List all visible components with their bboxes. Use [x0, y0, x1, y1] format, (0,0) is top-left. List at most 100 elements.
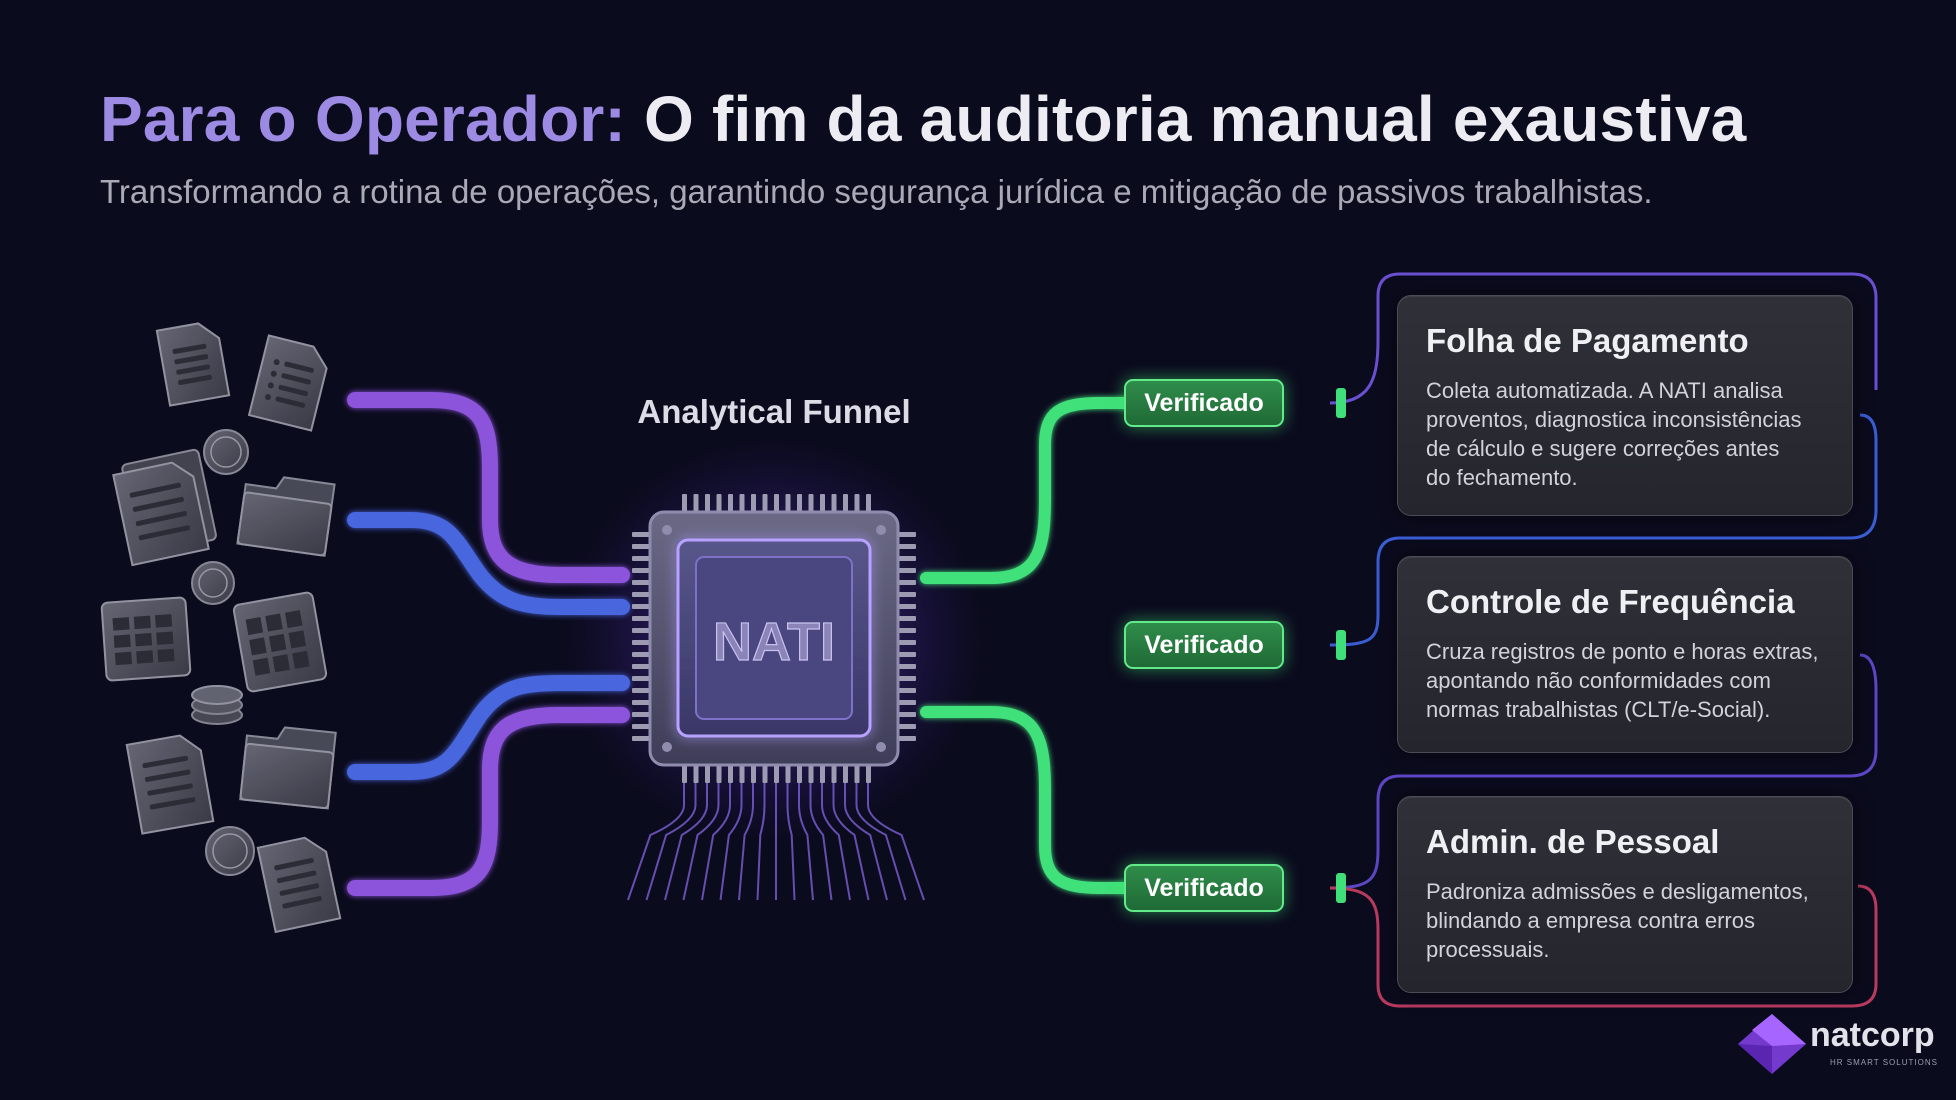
- card-line: de cálculo e sugere correções antes: [1426, 436, 1780, 461]
- chip-pin: [632, 664, 650, 669]
- card-description: Padroniza admissões e desligamentos, bli…: [1426, 877, 1824, 964]
- chip-pin: [632, 532, 650, 537]
- chip-pin: [705, 494, 710, 512]
- chip-pin: [898, 532, 916, 537]
- chip-pin: [854, 765, 860, 783]
- card-admin-de-pessoal: Admin. de Pessoal Padroniza admissões e …: [1397, 796, 1853, 993]
- chip-pin: [898, 688, 916, 693]
- chip-pin: [898, 544, 916, 549]
- output-line-1: [920, 397, 1132, 584]
- chip-pin: [808, 494, 814, 512]
- coin-stack-icon: [191, 685, 243, 725]
- chip-pin: [632, 544, 650, 549]
- document-stack-icon: [112, 448, 217, 567]
- chip-pin: [831, 494, 837, 512]
- chip-trace: [809, 783, 833, 901]
- connector-cap-1: [1336, 388, 1346, 418]
- frame-blue: [1329, 413, 1878, 647]
- chip-pin: [728, 494, 733, 512]
- chip-pin: [693, 494, 699, 512]
- chip-pin: [866, 765, 871, 783]
- chip-screw: [662, 525, 672, 535]
- chip-trace: [855, 783, 907, 901]
- chip-pin: [632, 652, 650, 657]
- card-description: Coleta automatizada. A NATI analisa prov…: [1426, 376, 1824, 492]
- coin-icon: [203, 429, 249, 475]
- funnel-label: Analytical Funnel: [637, 393, 911, 430]
- chip-pin: [632, 640, 650, 645]
- chip-pin: [898, 700, 916, 705]
- chip-trace: [832, 783, 870, 901]
- card-line: Coleta automatizada. A NATI analisa: [1426, 378, 1783, 403]
- card-line: do fechamento.: [1426, 465, 1578, 490]
- chip-pin: [774, 494, 779, 512]
- chip-pin: [831, 765, 837, 783]
- nati-chip: [648, 510, 900, 767]
- card-title: Controle de Frequência: [1426, 583, 1795, 620]
- title-main: O fim da auditoria manual exaustiva: [644, 83, 1747, 155]
- chip-pin: [820, 765, 825, 783]
- natcorp-logo-icon: [1738, 1014, 1806, 1074]
- input-icons: [100, 322, 342, 934]
- card-title: Folha de Pagamento: [1426, 322, 1749, 359]
- card-folha-de-pagamento: Folha de Pagamento Coleta automatizada. …: [1397, 295, 1853, 516]
- brand-tagline: HR SMART SOLUTIONS: [1830, 1058, 1938, 1067]
- chip-trace: [664, 783, 708, 901]
- coin-icon: [205, 826, 255, 876]
- chip-pin: [820, 494, 825, 512]
- chip-pin: [774, 765, 779, 783]
- chip-pin: [716, 494, 722, 512]
- chip-pin: [898, 712, 916, 717]
- verified-badge-2: Verificado: [1124, 621, 1284, 669]
- chip-pin: [898, 604, 916, 609]
- document-icon: [155, 322, 231, 407]
- card-title: Admin. de Pessoal: [1426, 823, 1720, 860]
- input-line-5: [347, 707, 630, 896]
- chip-pin: [866, 494, 871, 512]
- chip-trace: [682, 783, 720, 901]
- folder-icon: [236, 476, 336, 557]
- chip-pin: [898, 616, 916, 621]
- chip-pin: [797, 494, 802, 512]
- page-title: Para o Operador: O fim da auditoria manu…: [100, 82, 1746, 156]
- chip-trace: [867, 783, 925, 901]
- chip-pin: [898, 724, 916, 729]
- chip-core-inner: [695, 556, 853, 720]
- chip-pin: [898, 628, 916, 633]
- chip-screw: [876, 742, 886, 752]
- chip-pin: [632, 676, 650, 681]
- card-controle-de-frequencia: Controle de Frequência Cruza registros d…: [1397, 556, 1853, 753]
- chip-pin: [632, 592, 650, 597]
- brand: natcorp HR SMART SOLUTIONS: [1738, 1012, 1948, 1082]
- chip-traces: [627, 783, 925, 901]
- card-line: proventos, diagnostica inconsistências: [1426, 407, 1802, 432]
- chip-trace: [719, 783, 743, 901]
- card-line: blindando a empresa contra erros: [1426, 908, 1755, 933]
- chip-pin: [898, 556, 916, 561]
- chip-trace: [756, 783, 766, 901]
- chip-pin: [762, 765, 768, 783]
- chip-pin: [693, 765, 699, 783]
- chip-screw: [662, 742, 672, 752]
- chip-pin: [632, 724, 650, 729]
- chip-pin: [632, 688, 650, 693]
- chip-screw: [876, 525, 886, 535]
- chip-pin: [843, 494, 848, 512]
- connector-cap-3: [1336, 873, 1346, 903]
- chip-pin: [785, 494, 791, 512]
- chip-trace: [821, 783, 851, 901]
- chip-pin: [898, 664, 916, 669]
- chip-pin: [843, 765, 848, 783]
- input-line-2: [347, 512, 630, 615]
- chip-trace: [645, 783, 697, 901]
- card-line: apontando não conformidades com: [1426, 668, 1771, 693]
- chip-pin: [632, 736, 650, 741]
- verified-badge-1: Verificado: [1124, 379, 1284, 427]
- output-lines: [920, 388, 1346, 903]
- chip-pin: [682, 494, 687, 512]
- input-line-4: [347, 675, 630, 780]
- chip-pin: [898, 580, 916, 585]
- frame-purple: [1329, 272, 1878, 405]
- output-line-3: [920, 706, 1132, 894]
